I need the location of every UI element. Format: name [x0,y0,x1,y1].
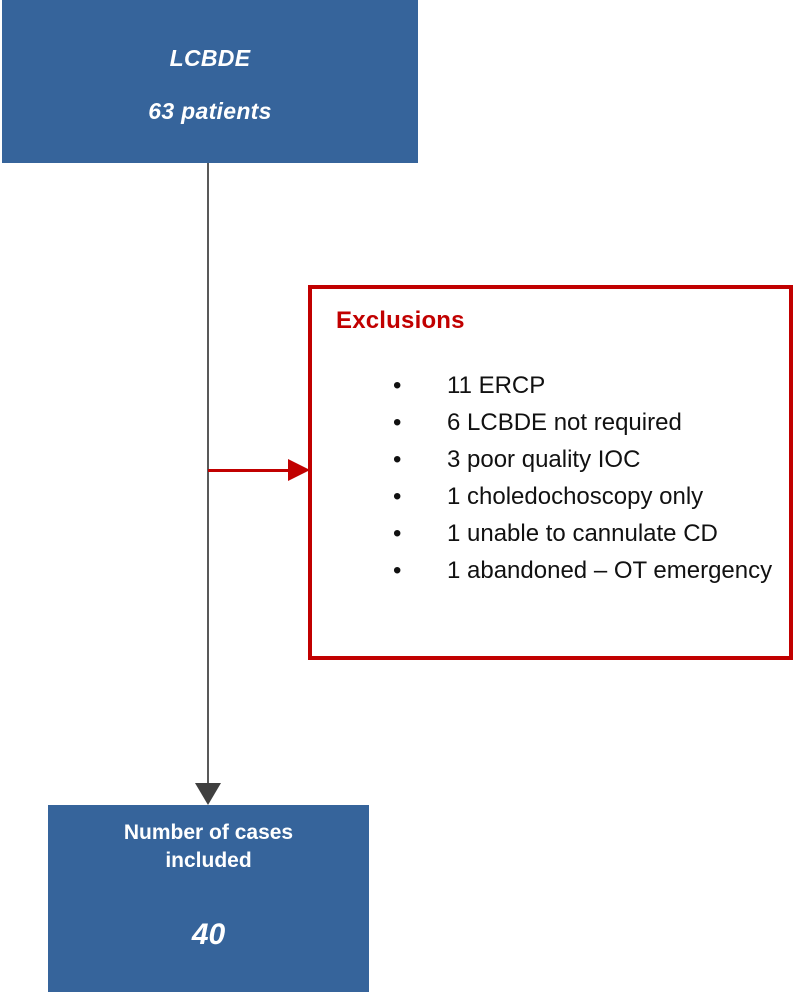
bullet-icon: • [393,372,402,399]
list-item-label: 6 LCBDE not required [447,409,682,436]
connector-line-branch [208,469,296,472]
exclusions-title: Exclusions [336,307,465,334]
start-node-count: 63 patients [148,97,272,124]
bullet-icon: • [393,520,402,547]
bullet-icon: • [393,483,402,510]
list-item-label: 1 abandoned – OT emergency [447,557,773,584]
end-node-count: 40 [191,917,226,951]
list-item-label: 1 unable to cannulate CD [447,520,718,547]
bullet-icon: • [393,557,402,584]
list-item: • 1 abandoned – OT emergency [312,552,789,589]
bullet-icon: • [393,446,402,473]
end-node-label: Number of cases included [123,821,294,873]
flow-node-start[interactable]: LCBDE 63 patients [2,0,418,163]
exclusions-panel[interactable]: Exclusions • 11 ERCP • 6 LCBDE not requi… [308,285,793,660]
list-item: • 11 ERCP [312,367,789,404]
flow-node-end[interactable]: Number of cases included 40 [48,805,369,992]
bullet-icon: • [393,409,402,436]
list-item: • 6 LCBDE not required [312,404,789,441]
list-item: • 1 unable to cannulate CD [312,515,789,552]
connector-arrowhead-right-icon [288,459,310,481]
list-item-label: 11 ERCP [447,372,546,399]
connector-line-vertical [207,163,209,789]
list-item: • 3 poor quality IOC [312,441,789,478]
exclusions-list: • 11 ERCP • 6 LCBDE not required • 3 poo… [312,367,789,589]
list-item-label: 1 choledochoscopy only [447,483,704,510]
connector-arrowhead-down-icon [195,783,221,805]
start-node-label: LCBDE [169,44,251,71]
list-item: • 1 choledochoscopy only [312,478,789,515]
list-item-label: 3 poor quality IOC [447,446,641,473]
